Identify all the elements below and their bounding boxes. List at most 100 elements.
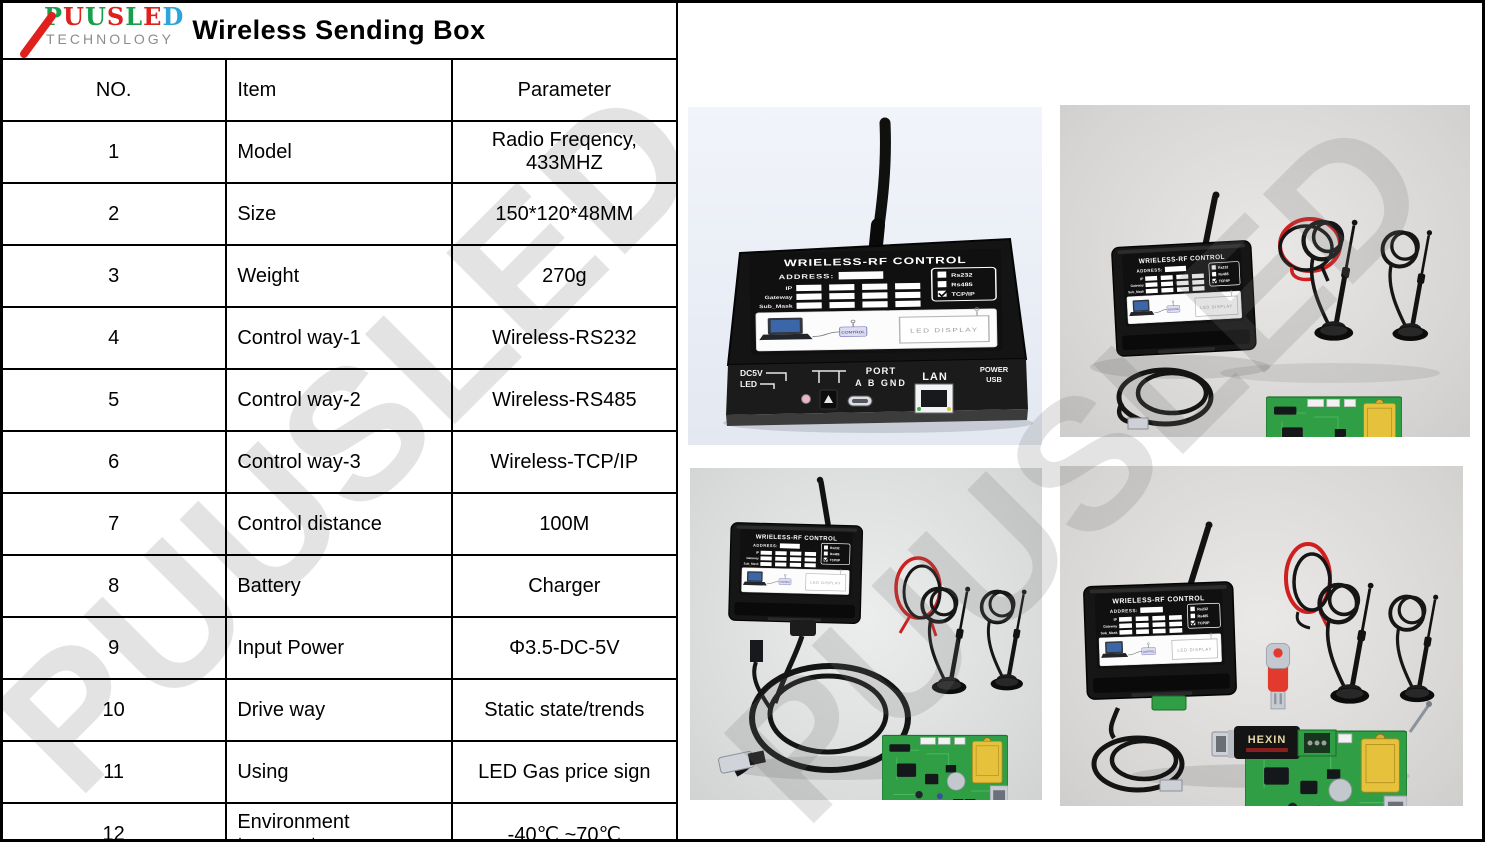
- cell-parameter: -40℃ ~70℃: [450, 802, 679, 842]
- usb-stick: [1266, 644, 1289, 709]
- lan-label: LAN: [922, 371, 948, 383]
- front-panel-labels: DC5V LED PORT A B GND LAN POWER USB: [740, 365, 1009, 389]
- cell-no: 6: [0, 430, 228, 494]
- vga-plug-icon: [790, 620, 816, 636]
- company-logo: PUUSLED TECHNOLOGY: [14, 2, 204, 58]
- magnetic-antenna-icon: [1383, 230, 1433, 341]
- photo-kit-bottom-right: HEXIN: [1060, 466, 1463, 806]
- cell-parameter: LED Gas price sign: [450, 740, 679, 804]
- logo-letter: S: [106, 2, 126, 31]
- controller-pcb: [882, 735, 1008, 800]
- power-label: POWER: [980, 365, 1009, 374]
- cell-parameter: Radio Freqency, 433MHZ: [450, 120, 679, 184]
- cell-no: 1: [0, 120, 228, 184]
- serial-cable-icon: [734, 635, 911, 777]
- antenna-icon: [868, 117, 891, 262]
- magnetic-antenna-icon: [982, 590, 1027, 691]
- cell-no: 12: [0, 802, 228, 842]
- cell-item: Control distance: [225, 492, 453, 556]
- col-header-item: Item: [225, 58, 453, 122]
- usb-plug-icon: [1127, 417, 1149, 430]
- rf-control-box: DC5V LED PORT A B GND LAN POWER USB: [726, 237, 1028, 426]
- usb-port-icon: [847, 395, 873, 407]
- power-wire-icon: [1284, 542, 1332, 630]
- logo-letter: E: [143, 2, 163, 31]
- usb-cable-icon: [1091, 707, 1185, 793]
- cell-parameter: 150*120*48MM: [450, 182, 679, 246]
- usb-plug-icon: [750, 640, 763, 662]
- logo-letter: U: [63, 2, 85, 31]
- cell-item: Weight: [225, 244, 453, 308]
- cell-no: 4: [0, 306, 228, 370]
- cell-item: Battery: [225, 554, 453, 618]
- cell-parameter: Wireless-TCP/IP: [450, 430, 679, 494]
- antenna-icon: [1202, 191, 1220, 250]
- cell-item: Control way-3: [225, 430, 453, 494]
- usb-plug-icon: [1159, 779, 1183, 792]
- rf-control-box: [729, 523, 863, 624]
- remote-antenna-icon: [1408, 701, 1432, 733]
- spec-table: PUUSLED TECHNOLOGY Wireless Sending Box …: [0, 0, 679, 842]
- cell-parameter: 100M: [450, 492, 679, 556]
- cell-no: 3: [0, 244, 228, 308]
- antenna-icon: [816, 476, 831, 527]
- magnetic-antenna-icon: [1390, 595, 1438, 703]
- photo-kit-bottom-left: [690, 468, 1042, 800]
- cell-parameter: Φ3.5-DC-5V: [450, 616, 679, 680]
- cell-parameter: Static state/trends: [450, 678, 679, 742]
- cell-no: 2: [0, 182, 228, 246]
- rf-control-box: [1084, 582, 1237, 700]
- cell-item: Control way-2: [225, 368, 453, 432]
- cell-no: 5: [0, 368, 228, 432]
- page-title: Wireless Sending Box: [192, 14, 486, 45]
- title-row: PUUSLED TECHNOLOGY Wireless Sending Box: [0, 0, 678, 60]
- photo-kit-top-right: [1060, 105, 1470, 437]
- db9-connector-icon: [718, 750, 766, 774]
- logo-letter: D: [162, 2, 185, 31]
- cell-item: Size: [225, 182, 453, 246]
- cell-no: 10: [0, 678, 228, 742]
- cell-no: 7: [0, 492, 228, 556]
- cell-no: 11: [0, 740, 228, 804]
- cell-parameter: Wireless-RS485: [450, 368, 679, 432]
- photo-sending-box-front: DC5V LED PORT A B GND LAN POWER USB: [688, 107, 1042, 445]
- power-jack-icon: [819, 389, 838, 410]
- cell-item: Drive way: [225, 678, 453, 742]
- cell-parameter: 270g: [450, 244, 679, 308]
- terminal-block-icon: [1151, 695, 1187, 711]
- cell-no: 9: [0, 616, 228, 680]
- logo-letter: L: [125, 2, 144, 31]
- cell-item: Environment temperature: [225, 802, 453, 842]
- magnetic-antenna-icon: [922, 587, 970, 695]
- usb-label: USB: [986, 375, 1002, 384]
- abgnd-label: A B GND: [855, 378, 907, 388]
- col-header-no: NO.: [0, 58, 228, 122]
- port-label: PORT: [866, 366, 896, 377]
- table-header-row: NO. Item Parameter: [0, 58, 679, 122]
- cell-item: Control way-1: [225, 306, 453, 370]
- led-label: LED: [740, 379, 757, 389]
- cell-item: Using: [225, 740, 453, 804]
- dc5v-label: DC5V: [740, 368, 763, 378]
- cell-item: Model: [225, 120, 453, 184]
- power-led-icon: [801, 394, 811, 404]
- hexin-adapter: HEXIN: [1211, 726, 1337, 759]
- antenna-icon: [1187, 521, 1213, 589]
- hexin-label: HEXIN: [1248, 734, 1287, 746]
- logo-tagline: TECHNOLOGY: [46, 31, 175, 47]
- controller-pcb: [1266, 397, 1402, 437]
- cell-parameter: Wireless-RS232: [450, 306, 679, 370]
- lan-port-icon: [914, 383, 954, 414]
